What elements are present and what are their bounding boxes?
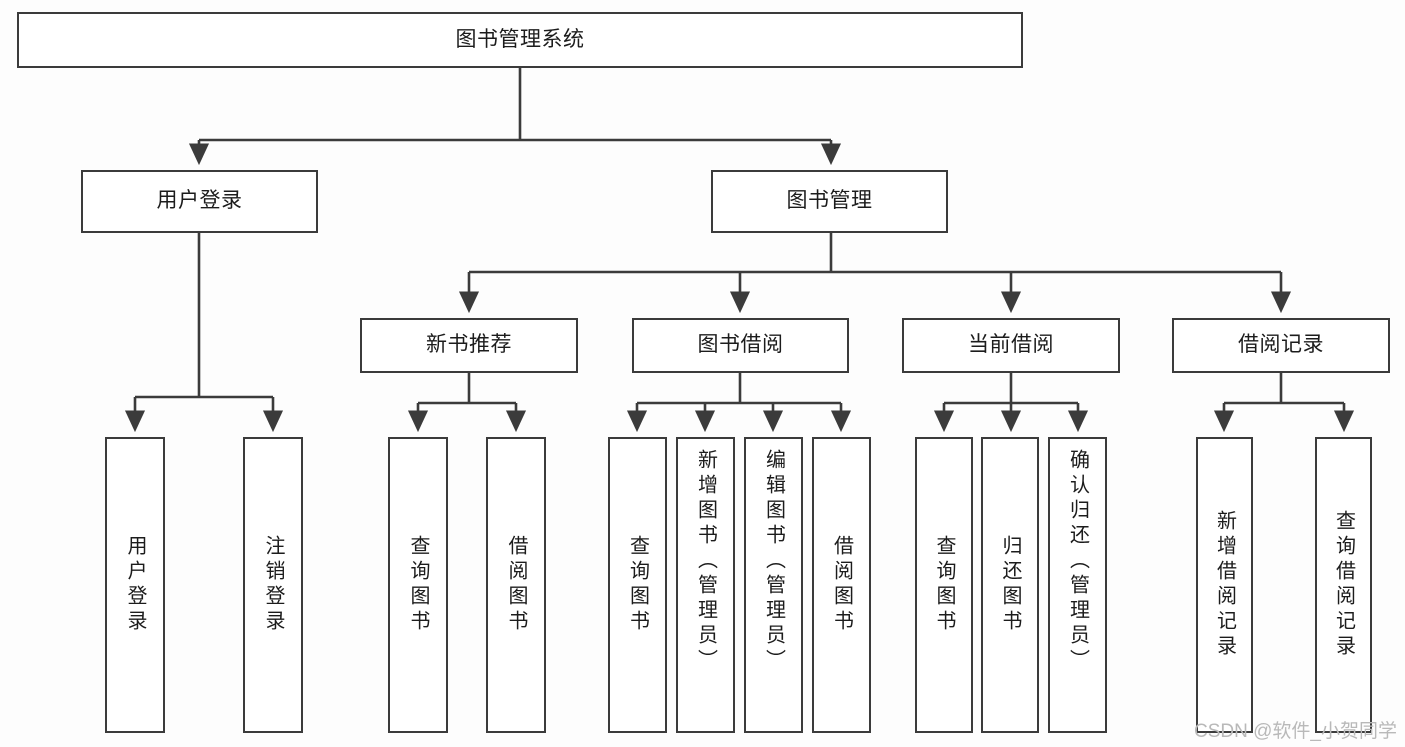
node-book-borrow[interactable]: 图书借阅 <box>632 318 849 373</box>
leaf-edit-book-admin[interactable]: 编辑图书（管理员） <box>744 437 803 733</box>
leaf-borrow-book-recommend[interactable]: 借阅图书 <box>486 437 546 733</box>
node-current-borrow-label: 当前借阅 <box>968 333 1054 357</box>
leaf-user-login-label: 用户登录 <box>124 535 146 635</box>
leaf-add-book-admin[interactable]: 新增图书（管理员） <box>676 437 735 733</box>
leaf-query-book-current[interactable]: 查询图书 <box>915 437 973 733</box>
node-current-borrow[interactable]: 当前借阅 <box>902 318 1120 373</box>
leaf-query-borrow-record[interactable]: 查询借阅记录 <box>1315 437 1372 733</box>
leaf-query-book-borrow[interactable]: 查询图书 <box>608 437 667 733</box>
leaf-borrow-book[interactable]: 借阅图书 <box>812 437 871 733</box>
leaf-query-book-recommend[interactable]: 查询图书 <box>388 437 448 733</box>
leaf-edit-book-admin-label: 编辑图书（管理员） <box>762 449 785 674</box>
leaf-add-book-admin-label: 新增图书（管理员） <box>694 449 717 674</box>
node-book-borrow-label: 图书借阅 <box>697 333 784 357</box>
leaf-borrow-book-recommend-label: 借阅图书 <box>505 535 527 635</box>
node-new-book-recommend[interactable]: 新书推荐 <box>360 318 578 373</box>
leaf-query-book-current-label: 查询图书 <box>933 535 955 635</box>
node-user-login[interactable]: 用户登录 <box>81 170 318 233</box>
leaf-query-book-recommend-label: 查询图书 <box>407 535 429 635</box>
node-borrow-record-label: 借阅记录 <box>1238 333 1324 357</box>
node-root-label: 图书管理系统 <box>455 27 585 51</box>
leaf-query-borrow-record-label: 查询借阅记录 <box>1332 510 1355 660</box>
leaf-user-login[interactable]: 用户登录 <box>105 437 165 733</box>
leaf-user-logout[interactable]: 注销登录 <box>243 437 303 733</box>
node-new-book-recommend-label: 新书推荐 <box>426 333 512 357</box>
node-borrow-record[interactable]: 借阅记录 <box>1172 318 1390 373</box>
leaf-query-book-borrow-label: 查询图书 <box>626 535 649 635</box>
leaf-add-borrow-record[interactable]: 新增借阅记录 <box>1196 437 1253 733</box>
leaf-confirm-return-admin[interactable]: 确认归还（管理员） <box>1048 437 1107 733</box>
node-book-management-label: 图书管理 <box>786 189 873 213</box>
leaf-add-borrow-record-label: 新增借阅记录 <box>1213 510 1236 660</box>
leaf-return-book-label: 归还图书 <box>999 535 1021 635</box>
leaf-return-book[interactable]: 归还图书 <box>981 437 1039 733</box>
node-root[interactable]: 图书管理系统 <box>17 12 1023 68</box>
leaf-confirm-return-admin-label: 确认归还（管理员） <box>1066 449 1089 674</box>
leaf-borrow-book-label: 借阅图书 <box>830 535 853 635</box>
node-book-management[interactable]: 图书管理 <box>711 170 948 233</box>
node-user-login-label: 用户登录 <box>156 189 243 213</box>
watermark: CSDN @软件_小贺同学 <box>1194 721 1397 742</box>
leaf-user-logout-label: 注销登录 <box>262 535 284 635</box>
